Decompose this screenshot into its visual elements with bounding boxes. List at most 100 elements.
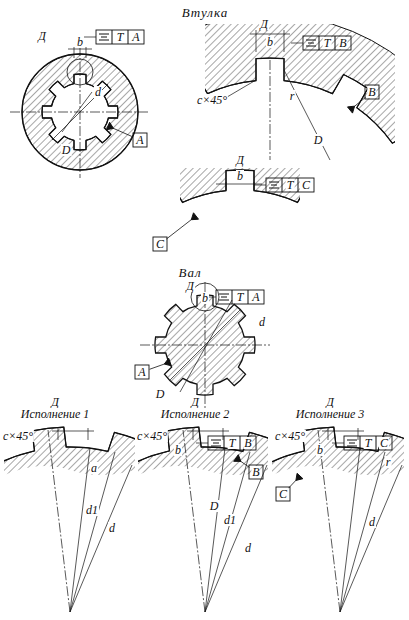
dimension-label: b [266,36,274,48]
dimension-label: T [323,37,332,49]
dimension-label: В [243,437,252,449]
dimension-label: Д [185,280,195,292]
drawing-stroke [223,428,224,440]
dimension-label: d [108,522,116,534]
drawing-stroke [340,452,385,612]
tolerance-frame [216,290,264,304]
dimension-label: Исполнение 2 [160,408,230,420]
datum-triangle [348,106,355,113]
drawing-stroke [270,60,271,160]
drawing-stroke [196,443,208,444]
dimension-label: r [289,90,296,102]
dimension-label: T [116,31,125,43]
tolerance-frame [208,436,256,450]
drawing-stroke [62,92,92,132]
dimension-label: d [244,542,252,554]
drawing-stroke [128,30,129,44]
dimension-label: T [228,437,237,449]
dimension-label: c×45° [2,430,34,442]
dimension-label: С [301,179,311,191]
datum-box [365,85,379,99]
dimension-label: b [236,170,244,182]
dimension-label: D [155,388,166,400]
drawing-stroke [170,310,240,380]
drawing-stroke [112,30,113,44]
dimension-label: D [313,134,324,146]
drawing-stroke [250,34,290,35]
drawing-stroke [219,294,229,295]
dimension-label: T [364,437,373,449]
dimension-label: Д [259,18,269,30]
dimension-label: Д [235,154,245,166]
drawing-stroke [68,49,92,50]
dimension-label: Исполнение 3 [295,408,365,420]
dimension-label: A [137,366,146,378]
drawing-stroke [335,36,336,50]
detail-circle [191,283,219,311]
dimension-label: c×45° [274,430,306,442]
dimension-label: b [316,444,324,456]
drawing-stroke [88,428,89,440]
drawing-stroke [240,436,241,450]
drawing-stroke [271,185,277,186]
dimension-label: С [379,437,389,449]
dimension-label: A [131,31,140,43]
dimension-label: Д [325,396,335,408]
dimension-label: d [94,86,102,98]
dimension-label: a [90,462,98,474]
datum-triangle [106,122,113,129]
dimension-label: b [76,36,84,48]
shaft-detail [155,427,409,620]
drawing-stroke [306,46,316,47]
dimension-label: T [286,179,295,191]
drawing-stroke [291,43,303,44]
drawing-stroke [347,446,357,447]
dimension-label: b [174,444,182,456]
drawing-stroke [308,43,314,44]
drawing-stroke [52,84,108,140]
drawing-stroke [52,431,94,432]
datum-box [153,237,167,251]
datum-box [135,365,149,379]
drawing-stroke [221,297,227,298]
dimension-label: Д [50,396,60,408]
drawing-stroke [211,440,221,441]
dimension-label: A [251,291,260,303]
datum-triangle [296,473,303,480]
dimension-label: d1 [85,504,99,516]
drawing-stroke [256,30,257,52]
drawing-stroke [180,300,232,392]
drawing-stroke [360,436,361,450]
drawing-stroke [213,443,219,444]
drawing-stroke [376,436,377,450]
drawing-stroke [332,443,344,444]
drawing-stroke [84,37,96,38]
tolerance-frame [303,36,351,50]
datum-triangle [164,358,171,366]
drawing-stroke [226,182,227,190]
hub-detail [55,15,409,445]
drawing-stroke [340,465,402,612]
drawing-stroke [224,436,225,450]
dimension-label: Д [190,396,200,408]
drawing-stroke [284,30,285,52]
drawing-stroke [318,430,340,612]
drawing-stroke [70,465,132,612]
dimension-label: c×45° [196,94,228,106]
datum-box [249,465,263,479]
dimension-label: В [251,466,260,478]
drawing-stroke [193,428,194,440]
drawing-stroke [187,431,229,432]
datum-triangle [191,213,198,220]
datum-box [276,487,290,501]
drawing-stroke [284,70,330,160]
dimension-label: С [278,488,288,500]
dimension-label: D [209,500,220,512]
dimension-label: D [61,144,72,156]
drawing-stroke [322,431,364,432]
drawing-stroke [319,36,320,50]
drawing-stroke [282,178,283,192]
drawing-stroke [358,428,359,440]
datum-triangle [234,455,241,462]
